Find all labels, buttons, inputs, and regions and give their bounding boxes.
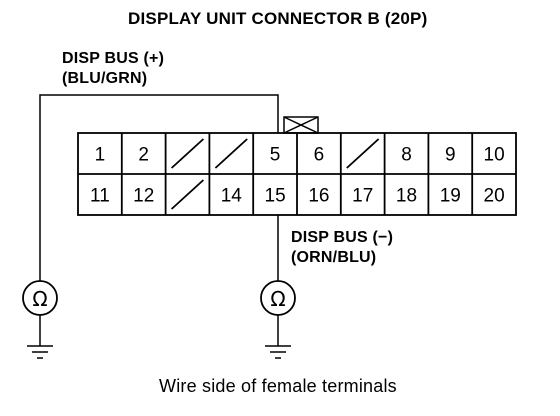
terminal-number: 16 [308,186,329,207]
terminal-number: 17 [352,186,373,207]
ground-left-icon [27,345,53,359]
terminal-number: 19 [440,186,461,207]
unused-cavity-slash [170,179,205,210]
ohm-symbol-left: Ω [32,287,47,311]
unused-cavity-slash [346,138,380,169]
disp-bus-plus-label: DISP BUS (+) [62,50,165,67]
terminal-number: 12 [133,186,154,207]
terminal-number: 20 [484,186,505,207]
connector-body [77,132,517,216]
ohm-symbol-right: Ω [270,287,285,311]
ohmmeter-left-icon: Ω [22,280,58,316]
ground-right-icon [265,345,291,359]
disp-bus-plus-wire [39,94,279,281]
disp-bus-plus-wire-color: (BLU/GRN) [62,70,148,87]
terminal-number: 10 [484,145,505,166]
unused-cavity-slash [170,138,205,169]
terminal-number: 9 [445,145,456,166]
ohmmeter-right-icon: Ω [260,280,296,316]
terminal-number: 14 [221,186,243,207]
caption: Wire side of female terminals [159,376,397,396]
terminal-number: 6 [314,145,325,166]
terminal-number: 1 [95,145,106,166]
terminal-number: 18 [396,186,417,207]
terminal-number: 2 [138,145,149,166]
terminal-number: 11 [90,186,110,207]
terminal-number: 8 [401,145,412,166]
terminal-number: 5 [270,145,281,166]
diagram-title: DISPLAY UNIT CONNECTOR B (20P) [128,9,428,28]
disp-bus-minus-wire-color: (ORN/BLU) [291,249,377,266]
disp-bus-minus-label: DISP BUS (−) [291,229,394,246]
unused-cavity-slash [214,138,248,169]
connector-latch [283,116,319,134]
terminal-number: 15 [265,186,286,207]
